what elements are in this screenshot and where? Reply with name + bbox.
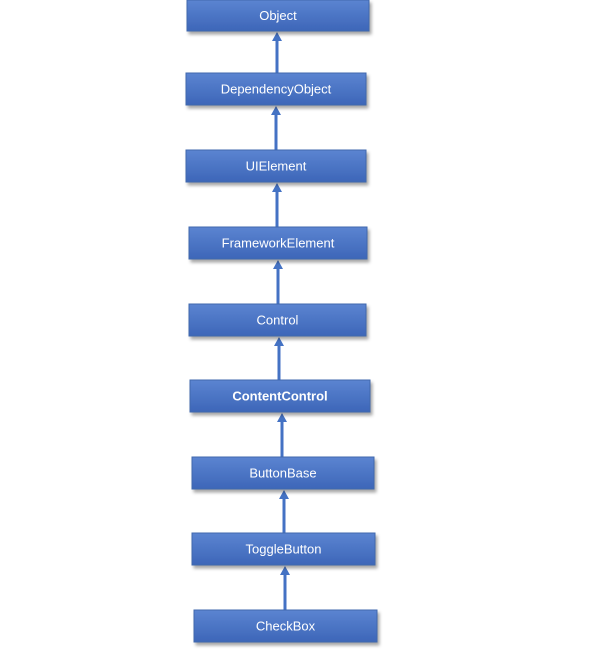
class-node-control: Control (188, 303, 367, 337)
class-node-framework-element: FrameworkElement (188, 226, 368, 260)
class-box (188, 226, 368, 260)
class-box (186, 0, 370, 32)
inheritance-arrows (271, 32, 290, 610)
arrow-head (280, 566, 290, 575)
class-label: CheckBox (256, 619, 316, 634)
class-box (191, 456, 375, 490)
arrow-head (279, 490, 289, 499)
class-node-ui-element: UIElement (185, 149, 367, 183)
class-node-check-box: CheckBox (193, 609, 378, 643)
class-label: ContentControl (232, 389, 327, 404)
class-label: UIElement (246, 159, 307, 174)
class-node-toggle-button: ToggleButton (191, 532, 376, 566)
class-box (189, 379, 371, 413)
inheritance-arrow-check-box-to-toggle-button (280, 566, 290, 610)
inheritance-arrow-dependency-object-to-object (272, 32, 282, 73)
class-node-object: Object (186, 0, 370, 32)
class-node-content-control: ContentControl (189, 379, 371, 413)
class-box (185, 149, 367, 183)
class-label: FrameworkElement (222, 236, 335, 251)
inheritance-arrow-button-base-to-content-control (277, 413, 287, 457)
inheritance-arrow-toggle-button-to-button-base (279, 490, 289, 533)
arrow-head (277, 413, 287, 422)
class-label: ToggleButton (246, 542, 322, 557)
class-box (185, 72, 367, 106)
arrow-head (271, 106, 281, 115)
class-label: Control (257, 313, 299, 328)
class-box (188, 303, 367, 337)
inheritance-arrow-content-control-to-control (274, 337, 284, 380)
class-node-dependency-object: DependencyObject (185, 72, 367, 106)
class-box (193, 609, 378, 643)
arrow-head (274, 337, 284, 346)
inheritance-arrow-framework-element-to-ui-element (272, 183, 282, 227)
arrow-head (273, 260, 283, 269)
inheritance-arrow-control-to-framework-element (273, 260, 283, 304)
class-label: ButtonBase (249, 466, 316, 481)
inheritance-arrow-ui-element-to-dependency-object (271, 106, 281, 150)
arrow-head (272, 32, 282, 41)
class-label: Object (259, 8, 297, 23)
arrow-head (272, 183, 282, 192)
class-nodes: ObjectDependencyObjectUIElementFramework… (185, 0, 378, 643)
class-label: DependencyObject (221, 82, 332, 97)
class-box (191, 532, 376, 566)
class-node-button-base: ButtonBase (191, 456, 375, 490)
